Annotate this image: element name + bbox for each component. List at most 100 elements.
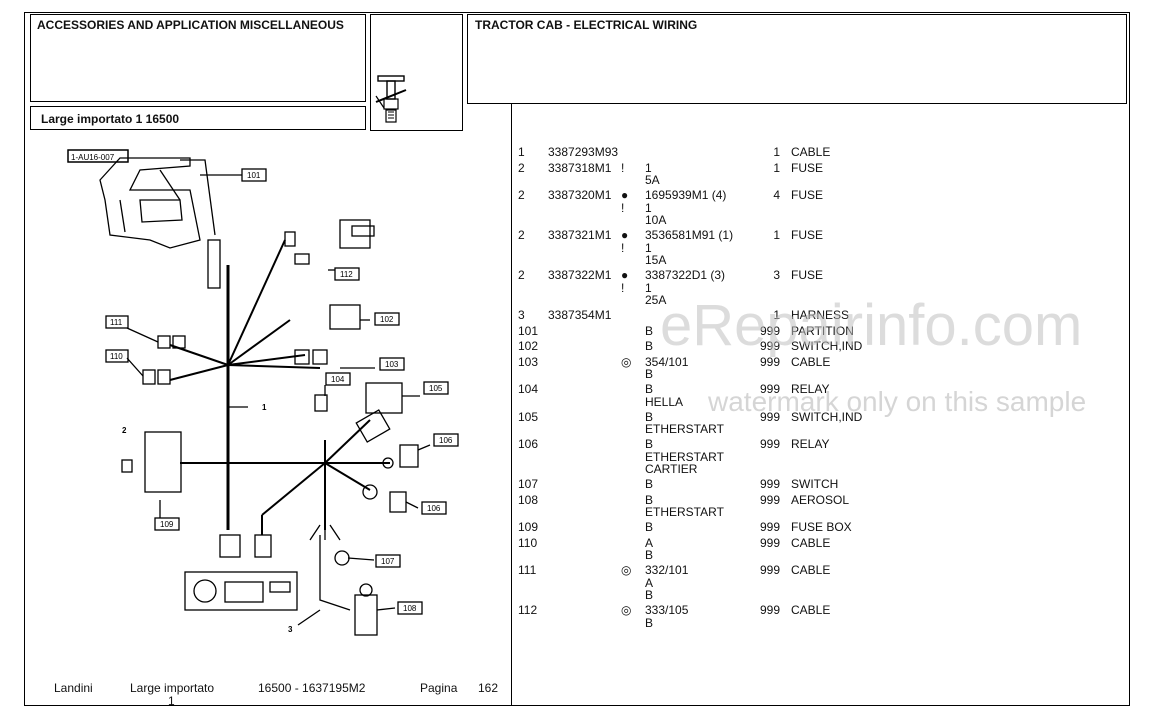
part-index: 102 [518, 339, 539, 353]
part-quantity: 999 [759, 603, 780, 617]
part-description: CABLE [791, 354, 831, 369]
part-quantity: 999 [759, 437, 780, 451]
model-label: Large importato 1 16500 [41, 112, 180, 126]
part-description: FUSE [791, 228, 824, 242]
part-description: FUSE [791, 188, 824, 202]
callout-108: 108 [403, 604, 417, 613]
header-icon-box [370, 14, 463, 131]
callout-2: 2 [122, 426, 127, 435]
footer-model: Large importato [130, 681, 215, 695]
part-quantity: 999 [759, 535, 780, 550]
model-box [30, 106, 366, 130]
footer-brand: Landini [54, 681, 93, 695]
part-description: HARNESS [791, 308, 850, 322]
part-quantity: 3 [773, 268, 780, 282]
part-index: 111 [518, 563, 537, 577]
part-index: 103 [518, 354, 539, 369]
part-number: 3387293M93 [548, 145, 619, 159]
callout-109: 109 [160, 520, 174, 529]
callout-106a: 106 [439, 436, 453, 445]
page-frame [24, 12, 1130, 706]
part-quantity: 1 [773, 228, 780, 242]
drawing-title: TRACTOR CAB - ELECTRICAL WIRING [475, 18, 698, 32]
part-quantity: 1 [773, 308, 780, 322]
callout-3: 3 [288, 625, 293, 634]
part-quantity: 999 [759, 520, 780, 534]
part-quantity: 999 [759, 382, 780, 396]
part-symbol: ◎ [621, 563, 632, 577]
callout-101: 101 [247, 171, 261, 180]
footer-page-number: 162 [478, 681, 499, 695]
part-index: 2 [518, 188, 525, 202]
footer-model-line2: 1 [168, 694, 175, 708]
part-description: CABLE [791, 563, 831, 577]
part-description: SWITCH,IND [791, 339, 863, 353]
callout-103: 103 [385, 360, 399, 369]
part-symbol: ◎ [621, 354, 632, 369]
part-symbol: ◎ [621, 603, 632, 617]
part-description: CABLE [791, 145, 831, 159]
part-symbol: ●! [621, 228, 629, 255]
part-index: 112 [518, 603, 538, 617]
part-quantity: 999 [759, 477, 780, 491]
part-quantity: 999 [759, 563, 780, 577]
header-left-box [30, 14, 366, 102]
section-title: ACCESSORIES AND APPLICATION MISCELLANEOU… [37, 18, 344, 32]
part-description: RELAY [791, 437, 830, 451]
part-description: FUSE [791, 160, 824, 175]
part-symbol: ! [621, 160, 625, 175]
part-description: FUSE BOX [791, 520, 852, 534]
part-reference: B [645, 339, 654, 353]
part-symbol: ●! [621, 268, 629, 295]
wiring-diagram: 1-AU16-007 101 112 102 111 110 103 104 1… [67, 149, 459, 636]
callout-112: 112 [340, 270, 353, 279]
part-description: CABLE [791, 535, 831, 550]
part-index: 105 [518, 409, 539, 424]
part-description: RELAY [791, 382, 830, 396]
part-quantity: 4 [773, 188, 780, 202]
callout-1: 1 [262, 403, 267, 412]
watermark-domain: eRepairinfo.com [660, 293, 1083, 358]
part-quantity: 999 [759, 492, 780, 507]
part-description: CABLE [791, 603, 831, 617]
footer-code: 16500 - 1637195M2 [258, 681, 366, 695]
part-index: 108 [518, 492, 539, 507]
part-index: 2 [518, 228, 525, 242]
part-quantity: 1 [773, 145, 780, 159]
part-reference: B [645, 323, 654, 338]
part-number: 3387320M1 [548, 188, 612, 202]
part-quantity: 999 [759, 354, 780, 369]
part-description: FUSE [791, 268, 824, 282]
watermark-notice: watermark only on this sample [708, 386, 1087, 417]
part-description: AEROSOL [791, 492, 850, 507]
part-index: 1 [518, 145, 525, 159]
part-quantity: 999 [759, 339, 780, 353]
column-divider [511, 104, 512, 705]
part-index: 109 [518, 520, 539, 534]
fuse-tool-icon [375, 75, 407, 123]
part-index: 3 [518, 308, 525, 322]
part-number: 3387322M1 [548, 268, 612, 282]
callout-111: 111 [110, 318, 123, 327]
part-index: 2 [518, 160, 525, 175]
part-description: SWITCH [791, 477, 839, 491]
part-index: 2 [518, 268, 525, 282]
callout-105: 105 [429, 384, 443, 393]
part-number: 3387321M1 [548, 228, 612, 242]
callout-110: 110 [110, 352, 123, 361]
part-number: 3387318M1 [548, 160, 612, 175]
part-symbol: ●! [621, 188, 629, 215]
part-index: 106 [518, 437, 539, 451]
part-index: 107 [518, 477, 539, 491]
part-index: 104 [518, 382, 539, 396]
part-index: 110 [518, 535, 538, 550]
